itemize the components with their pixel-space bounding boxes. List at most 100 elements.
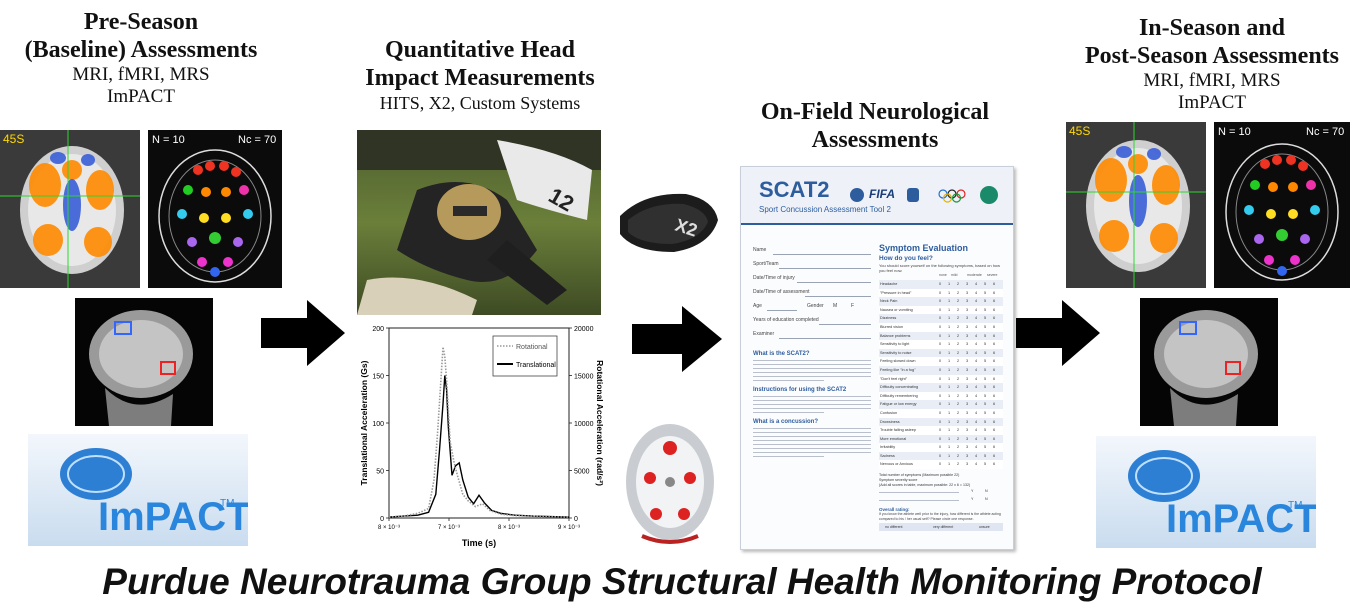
symptom-score-option[interactable]: 3 [966,324,969,329]
symptom-score-option[interactable]: 2 [957,428,960,433]
symptom-score-option[interactable]: 1 [948,290,951,295]
symptom-score-option[interactable]: 3 [966,410,969,415]
symptom-score-option[interactable]: 2 [957,299,960,304]
symptom-score-option[interactable]: 3 [966,282,969,286]
symptom-score-option[interactable]: 4 [975,342,978,347]
symptom-score-option[interactable]: 2 [957,436,960,441]
symptom-score-option[interactable]: 3 [966,402,969,407]
symptom-score-option[interactable]: 1 [948,428,951,433]
symptom-score-option[interactable]: 6 [993,367,996,372]
symptom-score-option[interactable]: 5 [984,445,987,450]
symptom-score-option[interactable]: 0 [939,385,942,390]
symptom-score-option[interactable]: 3 [966,436,969,441]
symptom-score-option[interactable]: 3 [966,333,969,338]
symptom-score-option[interactable]: 5 [984,307,987,312]
symptom-score-option[interactable]: 1 [948,419,951,424]
symptom-score-option[interactable]: 1 [948,333,951,338]
symptom-score-option[interactable]: 0 [939,307,942,312]
symptom-score-option[interactable]: 3 [966,299,969,304]
symptom-score-option[interactable]: 5 [984,376,987,381]
symptom-score-option[interactable]: 2 [957,410,960,415]
symptom-score-option[interactable]: 5 [984,290,987,295]
symptom-score-option[interactable]: 4 [975,359,978,364]
symptom-score-option[interactable]: 5 [984,419,987,424]
symptom-score-option[interactable]: 5 [984,359,987,364]
field-sport-team[interactable]: Sport/Team [753,261,871,275]
symptom-score-option[interactable]: 4 [975,453,978,458]
symptom-score-option[interactable]: 6 [993,385,996,390]
overall-rating-options[interactable]: no different very different unsure [879,523,1003,532]
symptom-score-option[interactable]: 4 [975,445,978,450]
symptom-score-option[interactable]: 1 [948,342,951,347]
symptom-score-option[interactable]: 5 [984,436,987,441]
symptom-score-option[interactable]: 0 [939,350,942,355]
symptom-score-option[interactable]: 0 [939,324,942,329]
symptom-score-option[interactable]: 6 [993,410,996,415]
symptom-score-option[interactable]: 3 [966,453,969,458]
symptom-score-option[interactable]: 6 [993,290,996,295]
symptom-score-option[interactable]: 6 [993,324,996,329]
yes-no-option[interactable]: Y [971,497,974,502]
symptom-score-option[interactable]: 2 [957,359,960,364]
symptom-score-option[interactable]: 1 [948,410,951,415]
symptom-score-option[interactable]: 4 [975,462,978,467]
symptom-score-option[interactable]: 1 [948,462,951,467]
symptom-score-option[interactable]: 3 [966,419,969,424]
symptom-score-option[interactable]: 2 [957,324,960,329]
symptom-score-option[interactable]: 5 [984,282,987,286]
symptom-score-option[interactable]: 4 [975,410,978,415]
symptom-score-option[interactable]: 4 [975,436,978,441]
symptom-score-option[interactable]: 2 [957,393,960,398]
symptom-score-option[interactable]: 3 [966,350,969,355]
symptom-score-option[interactable]: 0 [939,333,942,338]
symptom-score-option[interactable]: 4 [975,350,978,355]
yes-no-option[interactable]: N [985,489,988,494]
symptom-score-option[interactable]: 6 [993,359,996,364]
symptom-score-option[interactable]: 4 [975,402,978,407]
symptom-score-option[interactable]: 0 [939,299,942,304]
symptom-score-option[interactable]: 4 [975,333,978,338]
symptom-score-option[interactable]: 1 [948,299,951,304]
symptom-score-option[interactable]: 2 [957,445,960,450]
symptom-score-option[interactable]: 4 [975,367,978,372]
symptom-score-option[interactable]: 1 [948,402,951,407]
symptom-score-option[interactable]: 0 [939,342,942,347]
symptom-score-option[interactable]: 0 [939,462,942,467]
symptom-score-option[interactable]: 2 [957,290,960,295]
symptom-score-option[interactable]: 1 [948,282,951,286]
symptom-score-option[interactable]: 6 [993,462,996,467]
symptom-score-option[interactable]: 2 [957,462,960,467]
symptom-score-option[interactable]: 4 [975,376,978,381]
symptom-score-option[interactable]: 0 [939,453,942,458]
symptom-score-option[interactable]: 2 [957,367,960,372]
symptom-score-option[interactable]: 1 [948,307,951,312]
field-injury-time[interactable]: Date/Time of injury [753,275,871,289]
symptom-score-option[interactable]: 2 [957,316,960,321]
symptom-score-option[interactable]: 0 [939,428,942,433]
symptom-score-option[interactable]: 2 [957,402,960,407]
symptom-score-option[interactable]: 2 [957,453,960,458]
symptom-score-option[interactable]: 1 [948,316,951,321]
symptom-score-option[interactable]: 2 [957,385,960,390]
symptom-score-option[interactable]: 0 [939,436,942,441]
symptom-score-option[interactable]: 5 [984,428,987,433]
symptom-score-option[interactable]: 2 [957,419,960,424]
symptom-score-option[interactable]: 1 [948,385,951,390]
symptom-score-option[interactable]: 2 [957,282,960,286]
symptom-score-option[interactable]: 4 [975,419,978,424]
